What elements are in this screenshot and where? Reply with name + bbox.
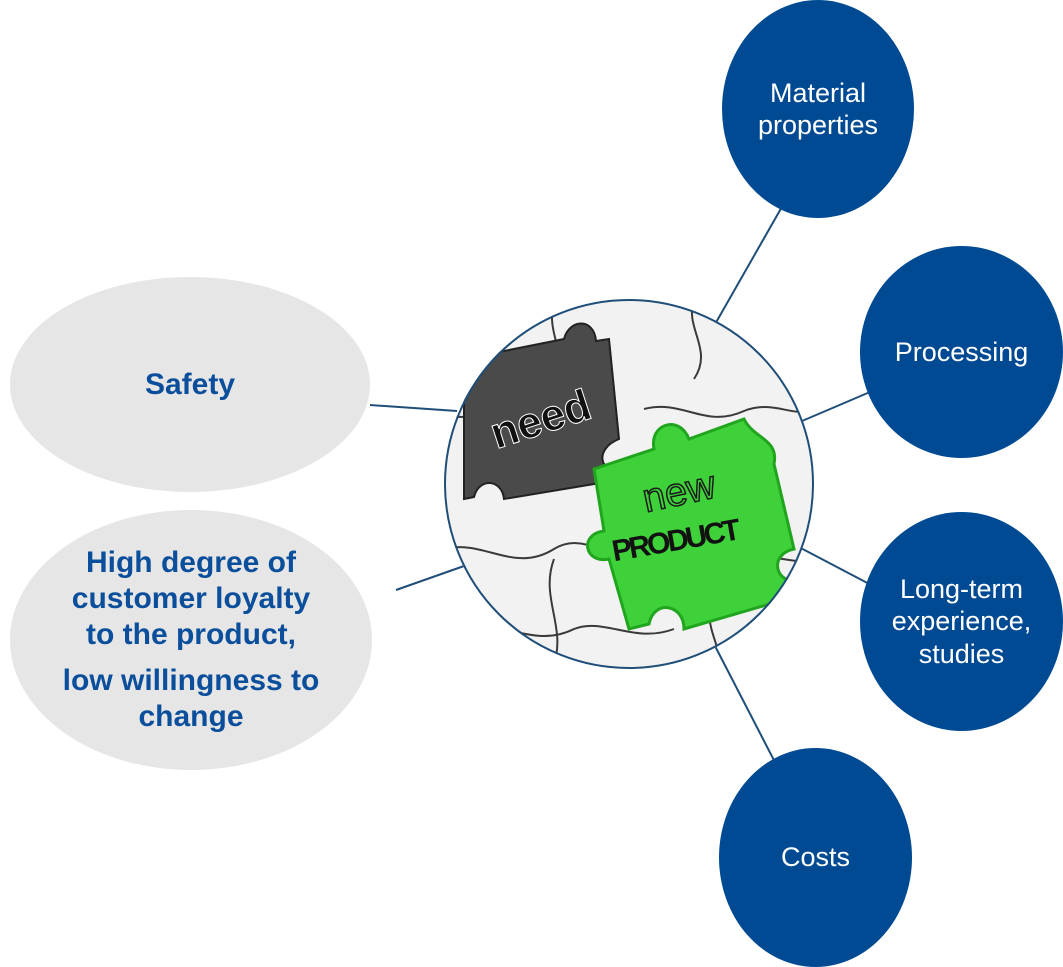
connector-processing [794,391,871,425]
connector-loyalty [395,565,465,591]
puzzle-pieces-icon: need new PRODUCT [444,299,814,669]
node-material-properties-label: Material properties [757,77,879,140]
node-processing: Processing [860,246,1063,458]
connector-longterm [794,544,876,588]
loyalty-line-1: High degree of [85,546,296,579]
connector-costs [714,645,779,769]
node-safety: Safety [10,277,370,492]
puzzle-hole [463,322,626,501]
loyalty-line-2: customer loyalty [71,582,311,615]
node-material-properties: Material properties [722,0,914,218]
center-puzzle-image: need new PRODUCT [444,299,814,669]
node-customer-loyalty: High degree of customer loyalty to the p… [10,510,372,770]
node-long-term-experience-label: Long-term experience, studies [891,573,1032,669]
node-costs-label: Costs [780,842,851,873]
loyalty-line-4: low willingness to [62,664,320,697]
puzzle-green-piece [586,417,806,631]
node-costs: Costs [719,748,912,967]
loyalty-line-5: change [138,700,244,733]
node-processing-label: Processing [894,336,1029,367]
connector-safety [369,404,458,412]
node-safety-label: Safety [144,367,236,401]
node-long-term-experience: Long-term experience, studies [860,512,1063,731]
connector-material [713,204,784,327]
loyalty-line-3: to the product, [86,618,296,651]
